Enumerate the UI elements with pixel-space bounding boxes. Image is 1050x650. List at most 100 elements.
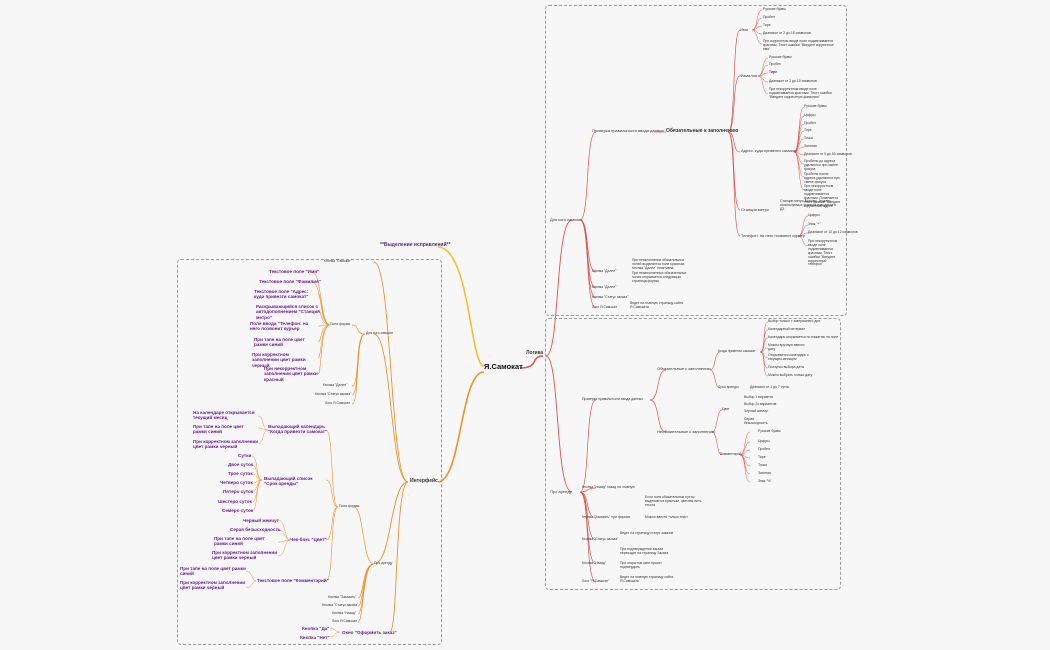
field-invalid-node: При некорректном заполнении цвет рамки к…	[264, 366, 318, 382]
metro-node: Станция метро	[741, 207, 770, 212]
leaf: При некорректном вводе поле подсвечивает…	[804, 184, 841, 208]
leaf: Пятеро суток	[223, 489, 254, 494]
leaf: Календарный интервал	[768, 327, 806, 331]
leaf: Станции метро Москвы. 5 часто используем…	[780, 199, 836, 211]
iface-logo-node: Лого Я.Самокат	[325, 401, 351, 405]
rent-check-node: Проверка правильности ввода данных	[582, 397, 643, 401]
leaf: Цифры	[758, 439, 770, 443]
leaf: Русские буквы	[758, 429, 781, 433]
leaf: Если поля обязательные пусты выделяются …	[645, 495, 702, 507]
interface-region	[177, 259, 442, 645]
yes-button-node: Кнопка "Да"	[302, 626, 330, 631]
leaf: При некорректном вводе поле подсвечивает…	[769, 87, 832, 99]
rent-date-node: Когда привезти самокат	[718, 349, 756, 353]
for-whom-node: Для кого самокат	[550, 217, 583, 222]
about-rent-node: Про аренду	[550, 489, 572, 494]
leaf: Серая безысходность	[744, 417, 768, 425]
surname-node: Фамилия	[740, 73, 757, 78]
iface-back-button-node: Кнопка "Назад"	[332, 611, 357, 615]
leaf: При открытом окне просит подтвердить	[620, 561, 662, 569]
leaf: Тире	[763, 23, 771, 27]
leaf: На календаре открывается текущий месяц	[193, 410, 255, 421]
iface-rent-form-node: Поля формы	[339, 504, 360, 508]
rent-yes-node: Кнопка "Назад"	[582, 561, 607, 565]
iface-order-button-node: Кнопка "Заказать"	[328, 595, 357, 599]
leaf: Ведет на главную страницу сайта Я.Самока…	[630, 301, 684, 309]
leaf: Точка	[804, 136, 813, 140]
leaf: Пробелы после адреса удаляются при смене…	[804, 172, 840, 184]
leaf: Выбор 1 варианта	[744, 395, 773, 399]
leaf: Точка	[758, 463, 767, 467]
leaf: Семеро суток	[222, 508, 254, 513]
leaf: Можно вручную ввести дату	[768, 343, 805, 351]
leaf: Тире	[758, 455, 766, 459]
rent-color-node: Цвет	[722, 407, 730, 411]
term-node: Выпадающий список "Срок аренды"	[264, 476, 313, 487]
field-address-node: Текстовое поле "Адрес: куда привезти сам…	[254, 289, 309, 300]
leaf: Ведет на главную страницу сайта Я.Самока…	[620, 575, 674, 583]
rent-comment-node: Комментарий	[720, 452, 742, 456]
iface-status-node: Кнопка "Статус заказа"	[315, 392, 352, 396]
field-metro-node: Раскрывающийся список с автодополнением …	[256, 304, 320, 320]
leaf: Ползунок выбора даты	[768, 365, 805, 369]
leaf: Выбор только с завтрашнего дня	[768, 319, 821, 323]
leaf: Диапазон от 10 до 12 символов	[808, 230, 858, 234]
leaf: Тире	[769, 70, 777, 74]
leaf: Русские буквы	[804, 104, 827, 108]
leaf: При тапе на поле цвет рамки синий	[214, 536, 265, 547]
calendar-node: Выпадающий календарь "Когда привезти сам…	[268, 424, 328, 435]
logic-node: Логика	[526, 350, 544, 356]
leaf: Знак "+"	[808, 222, 821, 226]
leaf: Можно ввести только текст	[645, 515, 688, 519]
leaf: Диапазон от 2 до 15 символов	[763, 31, 811, 35]
leaf: При корректном заполнении цвет рамки чер…	[193, 439, 259, 450]
status-button-node: Кнопка "Статус заказа"	[592, 295, 629, 299]
rent-status-node: Кнопка "Статус заказа"	[582, 537, 619, 541]
leaf: Черный жемчуг	[744, 409, 769, 413]
leaf: При корректном заполнении цвет рамки чер…	[180, 580, 246, 591]
leaf: При некорректном вводе поле подсвечивает…	[808, 239, 838, 267]
leaf: Пробел	[769, 62, 781, 66]
leaf: Знак "%"	[758, 479, 772, 483]
field-surname-node: Текстовое поле "Фамилия"	[259, 279, 321, 284]
leaf: Четверо суток	[220, 480, 253, 485]
iface-for-whom-node: Для кого самокат	[366, 331, 394, 335]
leaf: Шестеро суток	[218, 499, 252, 504]
leaf: Диапазон от 2 до 15 символов	[769, 79, 817, 83]
iface-about-rent-node: Про аренду	[374, 561, 393, 565]
logic-for-whom-region	[545, 5, 847, 316]
back-button-node: Кнопка "Далее"	[592, 269, 617, 273]
logo-node: Лого Я.Самокат	[592, 305, 618, 309]
leaf: Запятая	[804, 144, 817, 148]
rent-order-node: Кнопка "Заказать" при формах	[582, 515, 631, 519]
leaf: Трое суток	[228, 471, 253, 476]
leaf: Сутки	[238, 453, 252, 458]
leaf: При незаполнении обязательных полей выде…	[632, 258, 685, 270]
leaf: Тире	[804, 128, 812, 132]
leaf: Календарь открывается по нажатию на поле	[768, 335, 839, 339]
iface-next-node: Кнопка "Далее"	[323, 383, 348, 387]
leaf: Диапазон от 1 до 7 суток	[750, 385, 790, 389]
leaf: Серая безысходность	[230, 527, 281, 532]
leaf: Цифры	[808, 213, 820, 217]
rent-term-node: Срок аренды	[718, 385, 739, 389]
field-phone-node: Поле ввода "Телефон: на него позвонит ку…	[250, 321, 309, 332]
root-node: Я.Самокат	[484, 362, 523, 371]
rent-required-node: Обязательные к заполнению	[657, 366, 711, 371]
leaf: Русские буквы	[769, 55, 792, 59]
leaf: При корректном вводе поле подсвечивается…	[763, 39, 834, 51]
leaf: Русские буквы	[763, 7, 786, 11]
scooter-button-node: Кнопка "Самокат"	[324, 259, 352, 263]
leaf: Ведет на страницу статус заказов	[620, 531, 674, 535]
color-node: Чек-бокс "Цвет"	[290, 537, 327, 542]
leaf: Можно выбрать только дату	[768, 373, 813, 377]
leaf: Двое суток	[228, 462, 254, 467]
leaf: Пробел	[804, 121, 816, 125]
comment-node: Текстовое поле "Комментарий"	[257, 578, 329, 583]
interface-node: Интерфейс	[410, 478, 438, 484]
leaf: Запятая	[758, 471, 771, 475]
leaf: Пробел	[758, 447, 770, 451]
leaf: Пробелы до адреса удаляются при смене фо…	[804, 159, 838, 171]
no-button-node: Кнопка "Нет"	[300, 635, 330, 640]
